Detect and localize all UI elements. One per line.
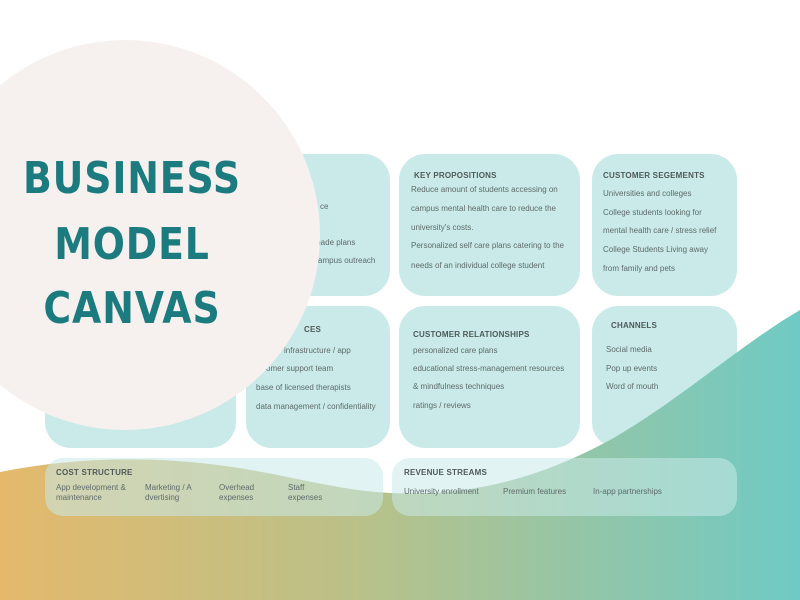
revenue-streams-card: REVENUE STREAMS University enrollment Pr… — [392, 458, 737, 516]
customer-segments-title: CUSTOMER SEGEMENTS — [603, 171, 705, 180]
cost-item-line: expenses — [219, 493, 254, 503]
key-partners-item: made plans — [314, 238, 356, 247]
customer-relationships-item: personalized care plans — [413, 346, 498, 355]
key-propositions-card: KEY PROPOSITIONS Reduce amount of studen… — [399, 154, 580, 296]
customer-relationships-item: & mindfulness techniques — [413, 382, 505, 391]
revenue-streams-title: REVENUE STREAMS — [404, 468, 488, 477]
customer-relationships-title: CUSTOMER RELATIONSHIPS — [413, 330, 530, 339]
key-propositions-item: university's costs. — [411, 223, 474, 232]
cost-item-line: Marketing / A — [145, 483, 192, 492]
channels-item: Social media — [606, 345, 652, 354]
customer-segments-item: College Students Living away — [603, 245, 708, 254]
customer-segments-item: Universities and colleges — [603, 189, 692, 198]
title-line-1: BUSINESS — [22, 153, 242, 204]
customer-segments-item: College students looking for — [603, 208, 702, 217]
key-propositions-item: campus mental health care to reduce the — [411, 204, 556, 213]
cost-item-line: dvertising — [145, 493, 180, 503]
key-resources-card: CES infrastructure / app omer support te… — [246, 306, 390, 448]
key-resources-item: data management / confidentiality — [256, 402, 376, 411]
cost-structure-card: COST STRUCTURE App development & mainten… — [45, 458, 383, 516]
key-propositions-item: Personalized self care plans catering to… — [411, 241, 564, 250]
cost-item-line: maintenance — [56, 493, 102, 503]
customer-relationships-item: ratings / reviews — [413, 401, 471, 410]
key-resources-title: CES — [304, 325, 322, 334]
title-circle — [0, 40, 320, 430]
key-propositions-item: needs of an individual college student — [411, 261, 545, 270]
cost-structure-item: Overhead expenses — [219, 483, 254, 504]
cost-structure-item: Marketing / A dvertising — [145, 483, 192, 504]
customer-segments-card: CUSTOMER SEGEMENTS Universities and coll… — [592, 154, 737, 296]
cost-item-line: Staff — [288, 483, 305, 492]
revenue-streams-item: In-app partnerships — [593, 487, 662, 496]
cost-structure-title: COST STRUCTURE — [56, 468, 133, 477]
key-propositions-item: Reduce amount of students accessing on — [411, 185, 558, 194]
key-partners-item: campus outreach — [314, 256, 376, 265]
cost-item-line: Overhead — [219, 483, 255, 492]
cost-structure-item: App development & maintenance — [56, 483, 126, 504]
key-propositions-title: KEY PROPOSITIONS — [414, 171, 497, 180]
channels-title: CHANNELS — [611, 321, 658, 330]
revenue-streams-item: University enrollment — [404, 487, 479, 496]
key-partners-item: ce — [320, 202, 329, 211]
customer-relationships-card: CUSTOMER RELATIONSHIPS personalized care… — [399, 306, 580, 448]
key-resources-item: base of licensed therapists — [256, 383, 351, 392]
cost-item-line: expenses — [288, 493, 323, 503]
cost-item-line: App development & — [56, 483, 126, 492]
title-line-2: MODEL — [54, 219, 210, 270]
key-resources-item: infrastructure / app — [284, 346, 351, 355]
revenue-streams-item: Premium features — [503, 487, 567, 496]
customer-segments-item: mental health care / stress relief — [603, 226, 717, 235]
customer-segments-item: from family and pets — [603, 264, 676, 273]
key-resources-item: omer support team — [266, 364, 334, 373]
cost-structure-item: Staff expenses — [288, 483, 322, 504]
customer-relationships-item: educational stress-management resources — [413, 364, 565, 373]
title-line-3: CANVAS — [43, 283, 221, 334]
channels-item: Pop up events — [606, 364, 658, 373]
channels-item: Word of mouth — [606, 382, 659, 391]
